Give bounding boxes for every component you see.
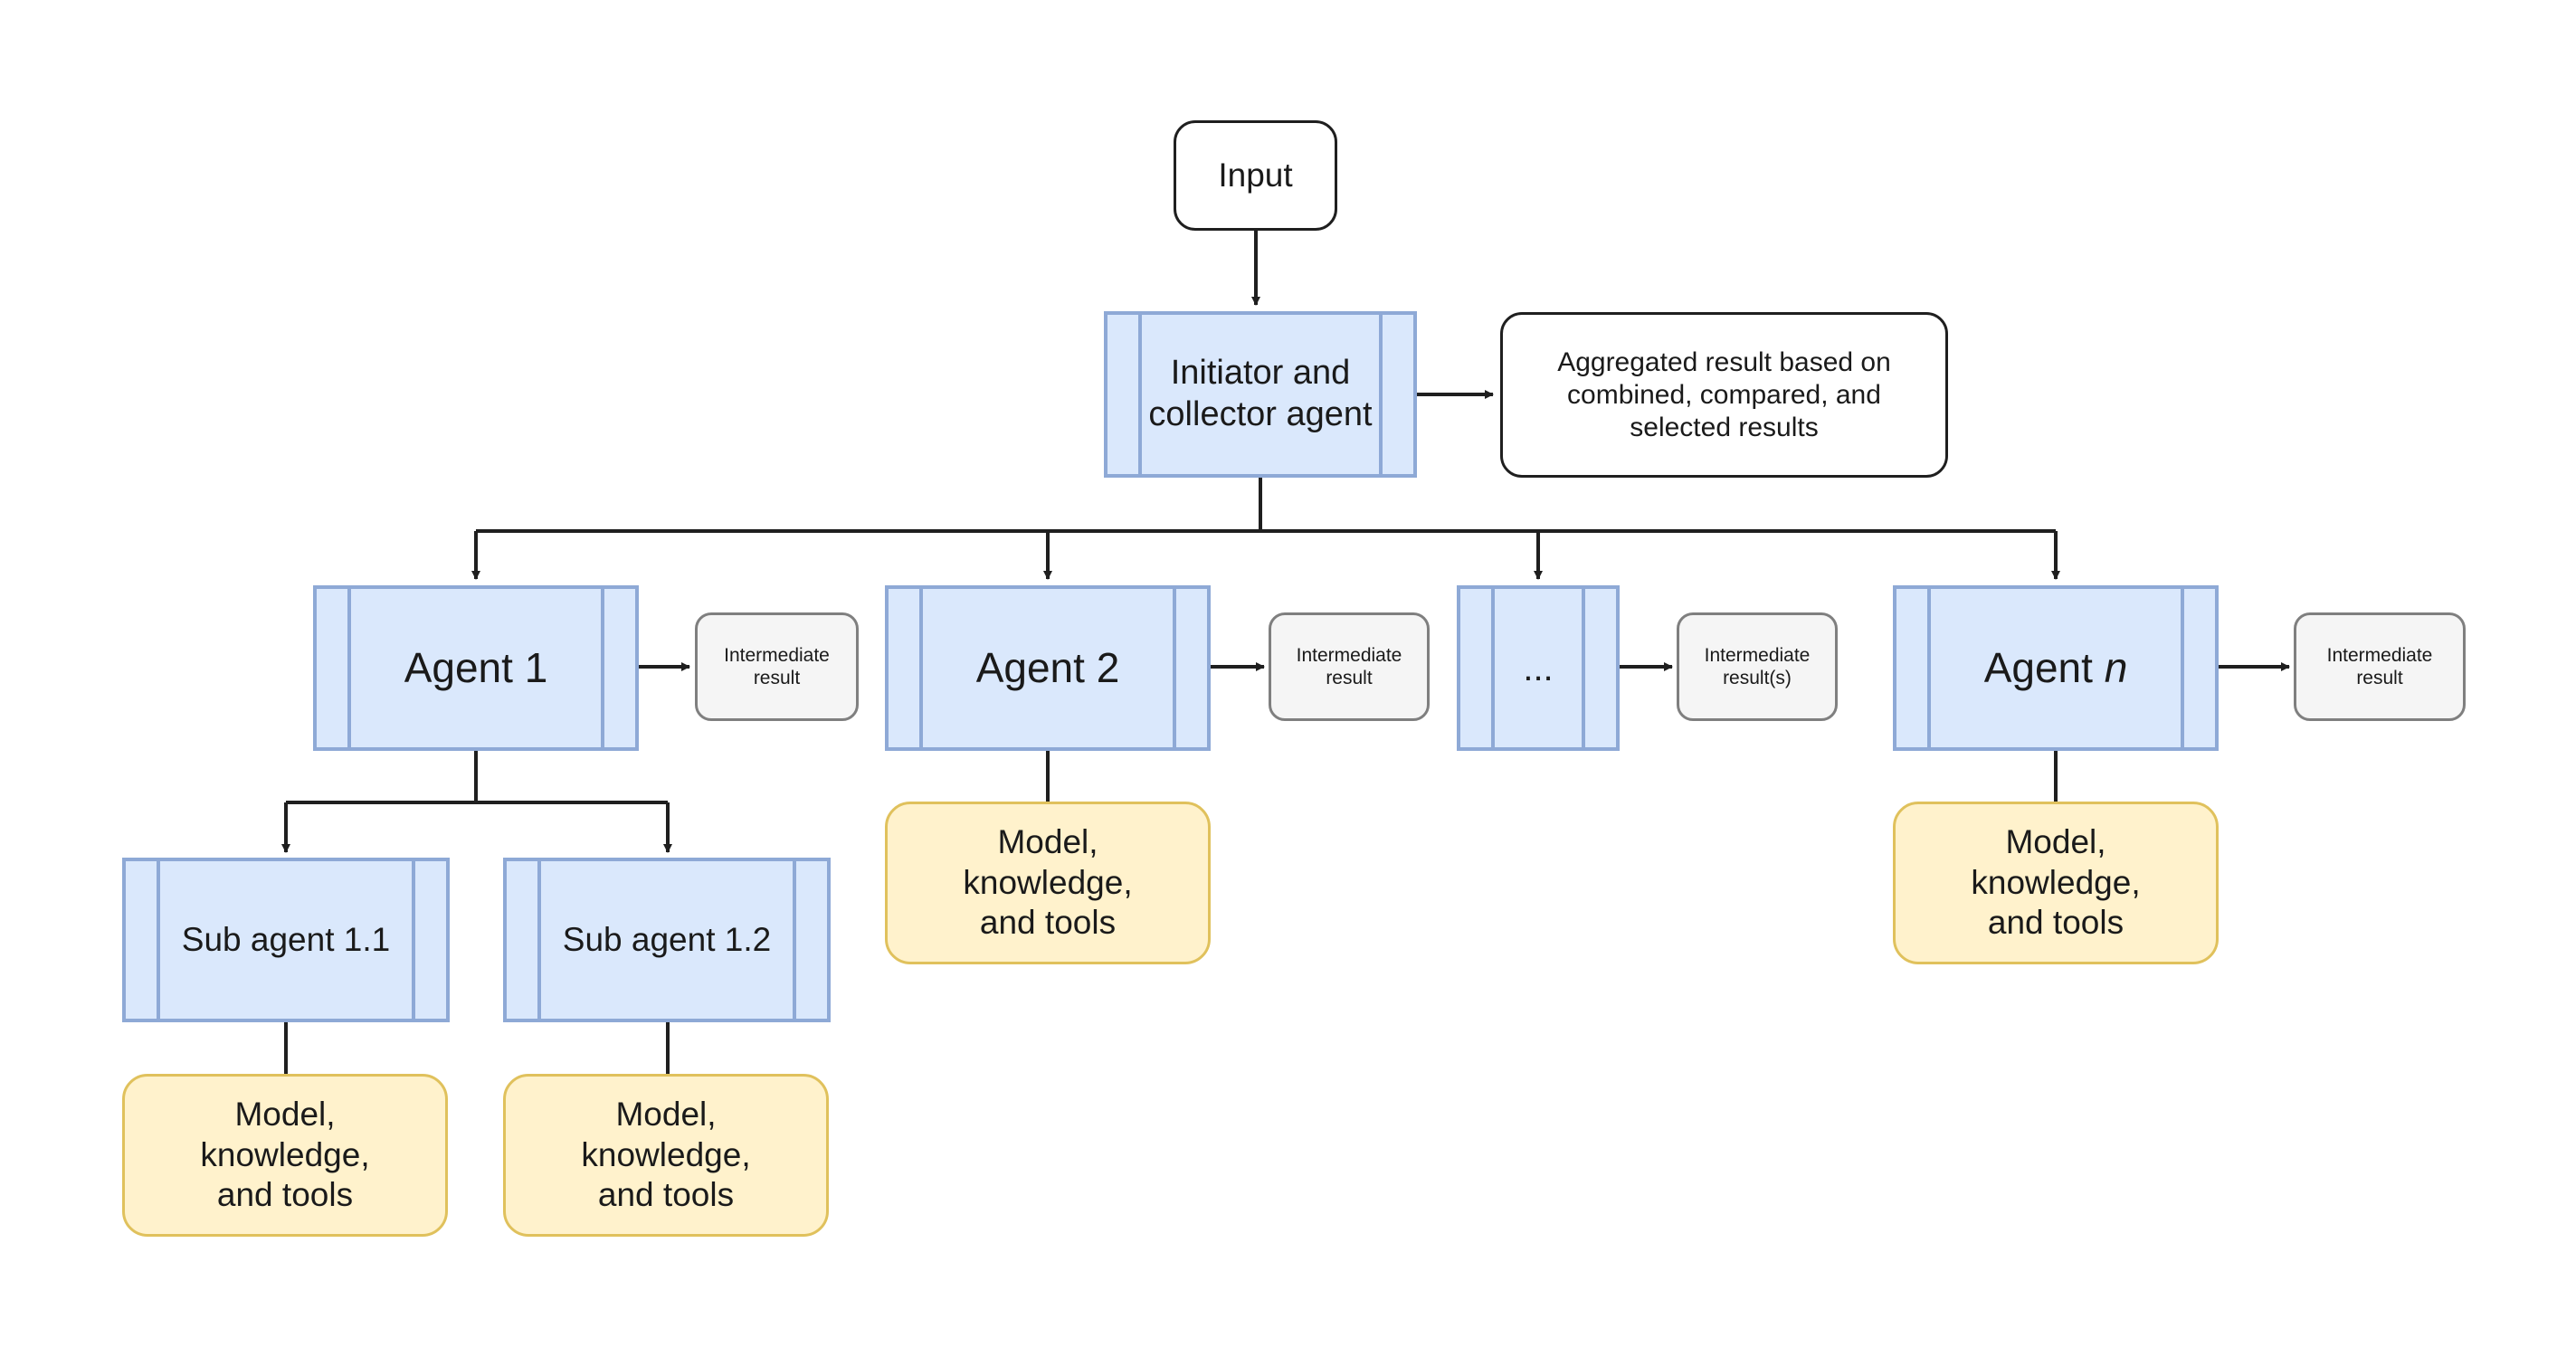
agent-n-node: Agent n <box>1893 585 2219 751</box>
input-label: Input <box>1218 156 1293 194</box>
intermediate-result-dots: Intermediate result(s) <box>1677 612 1838 721</box>
resources-subagent-1-1: Model, knowledge, and tools <box>122 1074 448 1237</box>
intermediate-result-2: Intermediate result <box>1269 612 1430 721</box>
agent-2-node: Agent 2 <box>885 585 1211 751</box>
resources-agent-2: Model, knowledge, and tools <box>885 802 1211 964</box>
resources-agent-2-label: Model, knowledge, and tools <box>963 823 1133 942</box>
resources-agent-n-label: Model, knowledge, and tools <box>1971 823 2141 942</box>
intermediate-result-dots-label: Intermediate result(s) <box>1704 644 1811 688</box>
agent-1-node: Agent 1 <box>313 585 639 751</box>
intermediate-result-n-label: Intermediate result <box>2326 644 2433 688</box>
subagent-1-1-node: Sub agent 1.1 <box>122 858 450 1022</box>
agent-n-label: Agent n <box>1983 643 2128 691</box>
agent-ellipsis-label: ... <box>1523 648 1554 688</box>
resources-subagent-1-2: Model, knowledge, and tools <box>503 1074 829 1237</box>
agent-1-label: Agent 1 <box>404 643 548 691</box>
resources-agent-n: Model, knowledge, and tools <box>1893 802 2219 964</box>
collector-agent-label: Initiator and collector agent <box>1148 354 1373 433</box>
aggregated-result-node: Aggregated result based on combined, com… <box>1500 312 1948 478</box>
resources-subagent-1-2-label: Model, knowledge, and tools <box>581 1096 751 1214</box>
intermediate-result-n: Intermediate result <box>2294 612 2466 721</box>
agent-ellipsis-node: ... <box>1457 585 1620 751</box>
intermediate-result-2-label: Intermediate result <box>1296 644 1402 688</box>
aggregated-result-label: Aggregated result based on combined, com… <box>1557 346 1891 442</box>
intermediate-result-1-label: Intermediate result <box>724 644 830 688</box>
input-node: Input <box>1174 120 1337 231</box>
resources-subagent-1-1-label: Model, knowledge, and tools <box>200 1096 370 1214</box>
subagent-1-2-label: Sub agent 1.2 <box>562 920 772 958</box>
collector-agent-node: Initiator and collector agent <box>1104 311 1417 478</box>
subagent-1-2-node: Sub agent 1.2 <box>503 858 831 1022</box>
subagent-1-1-label: Sub agent 1.1 <box>181 920 391 958</box>
agent-2-label: Agent 2 <box>975 643 1120 691</box>
intermediate-result-1: Intermediate result <box>695 612 859 721</box>
